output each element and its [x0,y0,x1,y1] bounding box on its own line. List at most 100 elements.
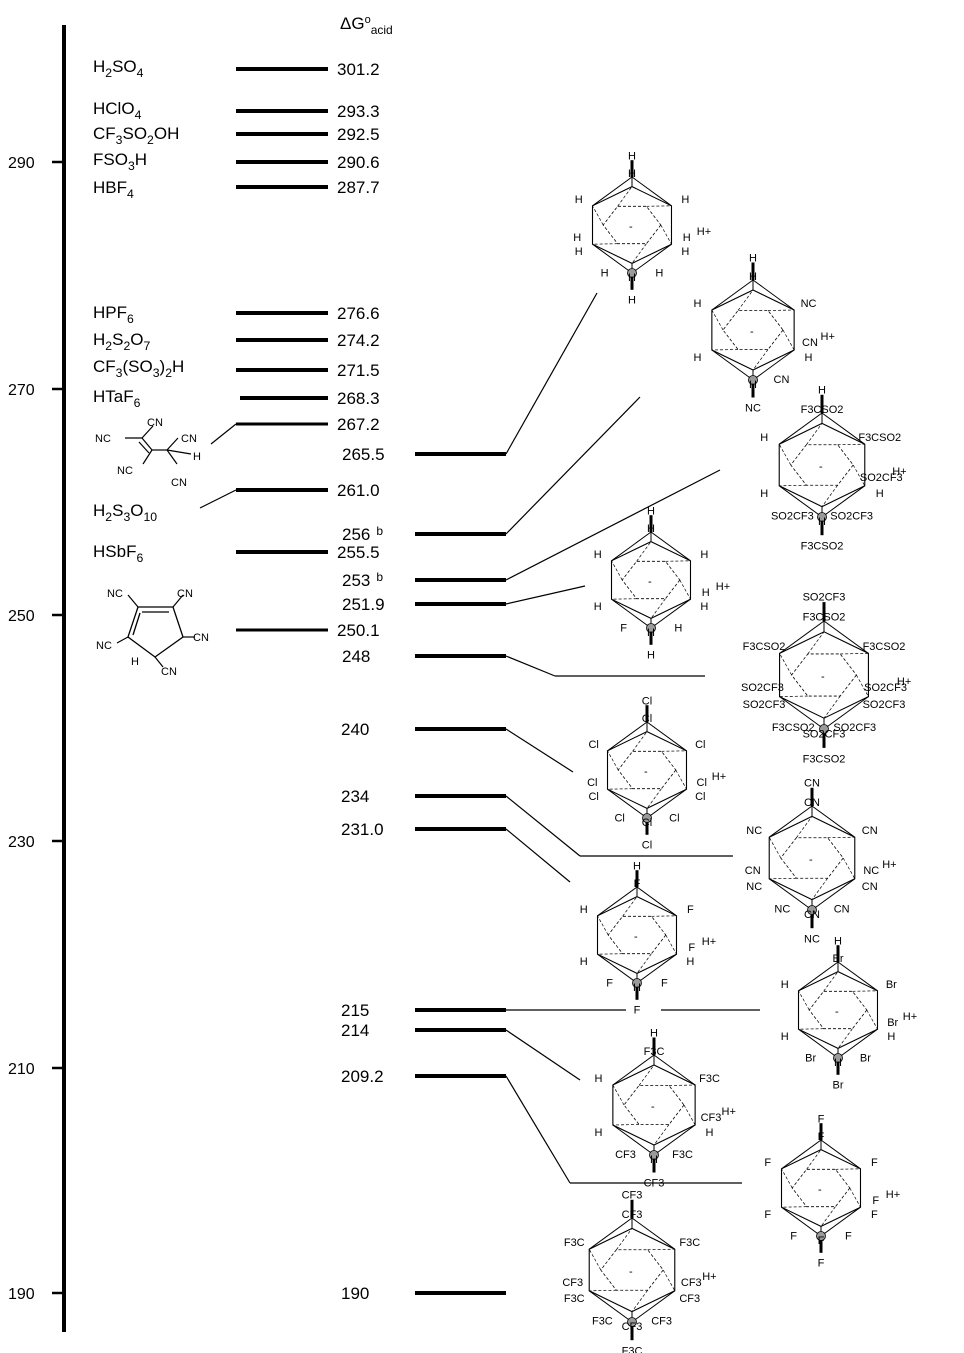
substituent-label: NC [746,825,762,837]
substituent-label: H [834,935,842,947]
cn-label: CN [171,477,187,489]
substituent-label: Cl [642,817,652,829]
substituent-label: SO2CF3 [771,511,814,523]
header-delta-g: ΔGoacid [340,14,393,37]
connector-line [505,728,574,773]
substituent-label: H [749,271,757,283]
substituent-label: H [647,649,655,661]
proton-label: H+ [716,581,730,593]
carborane-value: 209.2 [341,1067,384,1086]
substituent-label: Cl [695,739,705,751]
connector-line [505,585,586,605]
anion-charge: - [648,576,652,588]
substituent-label: H [594,1127,602,1139]
substituent-label: H [818,516,826,528]
substituent-label: SO2CF3 [743,699,786,711]
substituent-label: CN [862,825,878,837]
substituent-label: F [872,1195,879,1207]
substituent-label: H [647,505,655,517]
substituent-label: SO2CF3 [830,511,873,523]
acid-value: 287.7 [337,178,380,197]
substituent-label: Br [886,979,897,991]
substituent-label: Br [833,953,844,965]
substituent-label: CN [802,337,818,349]
carborane-value: 234 [341,787,369,806]
substituent-label: F3CSO2 [803,612,846,624]
substituent-label: Cl [588,739,598,751]
connector-line [505,655,556,677]
substituent-label: CF3 [644,1178,665,1190]
substituent-label: H [693,352,701,364]
nc-label: NC [107,588,123,600]
acid-formula: CF3​SO2​OH [93,124,179,147]
cn-label: CN [193,632,209,644]
axis-tick-label: 250 [8,608,35,625]
substituent-label: CN [804,909,820,921]
acid-levels: 301.2H2​SO4​293.3HClO4​292.5CF3​SO2​OH29… [93,57,380,640]
carbon-atom [807,905,817,915]
substituent-label: H [781,1031,789,1043]
substituent-label: F [764,1209,771,1221]
substituent-label: F3CSO2 [772,722,815,734]
substituent-label: F3C [679,1237,700,1249]
substituent-label: H [818,385,826,397]
acid-value: 290.6 [337,153,380,172]
substituent-label: F3C [644,1046,665,1058]
substituent-label: NC [863,865,879,877]
carbon-atom [646,623,656,633]
substituent-label: H [693,298,701,310]
substituent-label: CN [745,865,761,877]
carbon-atom [632,978,642,988]
substituent-label: F [818,1235,825,1247]
substituent-label: NC [746,881,762,893]
substituent-label: F3C [564,1293,585,1305]
carborane-value: 190 [341,1284,369,1303]
substituent-label: H [633,860,641,872]
substituent-label: H [647,523,655,535]
carbon-atom [833,1053,843,1063]
acid-value: 267.2 [337,415,380,434]
carbon-atom [816,1231,826,1241]
proton-label: H+ [892,466,906,478]
substituent-label: H [887,1031,895,1043]
substituent-label: F [871,1157,878,1169]
connector-line [505,1029,581,1081]
substituent-label: H [647,627,655,639]
connector-line [210,423,237,445]
substituent-label: H [580,956,588,968]
anion-charge: - [750,326,754,338]
substituent-label: CF3 [615,1149,636,1161]
nc-label: NC [117,465,133,477]
substituent-label: H [633,982,641,994]
substituent-label: H [702,587,710,599]
substituent-label: H [575,246,583,258]
proton-label: H+ [722,1106,736,1118]
substituent-label: Cl [614,813,624,825]
substituent-label: H [580,904,588,916]
proton-label: H+ [702,936,716,948]
substituent-label: CF3 [679,1293,700,1305]
carborane-value: 240 [341,720,369,739]
acid-value: 293.3 [337,102,380,121]
substituent-label: NC [745,403,761,415]
carborane-value: 248 [342,647,370,666]
substituent-label: F [661,978,668,990]
nc-label: NC [95,433,111,445]
substituent-label: H [674,623,682,635]
substituent-label: CF3 [701,1112,722,1124]
substituent-label: SO2CF3 [860,472,903,484]
substituent-label: F3C [699,1073,720,1085]
proton-label: H+ [697,226,711,238]
substituent-label: H [594,549,602,561]
anion-charge: - [629,221,633,233]
connector-line [505,828,571,883]
